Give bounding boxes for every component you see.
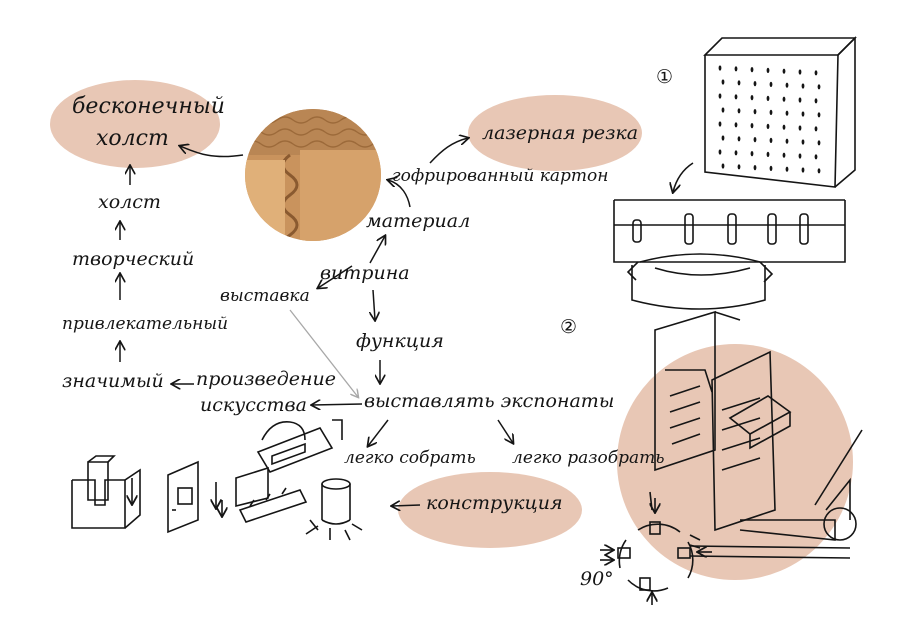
angle-label: 90° (580, 568, 614, 590)
perforation-dot (766, 151, 770, 157)
perforation-dot (718, 121, 722, 127)
display-exhibits-label: выставлять экспонаты (364, 390, 615, 412)
cube-slot-sketch (71, 455, 141, 529)
perforation-dot (801, 139, 805, 145)
perforation-dot (785, 110, 789, 116)
perforation-dot (721, 79, 725, 85)
perforation-dot (798, 69, 802, 75)
perforation-dot (817, 168, 821, 174)
cardboard-photo (245, 109, 381, 241)
cylinder-stand-sketch (305, 478, 363, 541)
exhibition-label: выставка (220, 286, 310, 306)
perforation-dot (801, 111, 805, 117)
slotted-base-sketch (613, 199, 846, 310)
perforation-dot (734, 150, 738, 156)
perforation-dot (817, 112, 821, 118)
creative-label: творческий (72, 248, 195, 270)
perforation-dot (814, 70, 818, 76)
perforation-dot (753, 109, 757, 115)
step-two-marker: ② (560, 316, 578, 338)
corrugated-cardboard-label: гофрированный картон (392, 166, 609, 186)
perforation-dot (718, 149, 722, 155)
perforation-dot (782, 68, 786, 74)
perforation-dot (769, 165, 773, 171)
perforation-dot (721, 107, 725, 113)
perforation-dot (782, 124, 786, 130)
perforation-dot (753, 137, 757, 143)
perforation-dot (718, 93, 722, 99)
perforation-dot (801, 167, 805, 173)
perforation-dot (801, 83, 805, 89)
perforation-dot (785, 166, 789, 172)
artwork-label-line2: искусства (200, 394, 307, 416)
folded-parts-sketch (222, 419, 343, 523)
perforation-dot (814, 98, 818, 104)
perforation-dot (721, 163, 725, 169)
highlight-stand-sketch (617, 344, 853, 580)
perforation-dot (721, 135, 725, 141)
perforation-dot (814, 154, 818, 160)
perforation-dot (798, 125, 802, 131)
material-label: материал (366, 210, 471, 232)
perforation-dot (814, 126, 818, 132)
easy-disassemble-label: легко разобрать (512, 448, 665, 468)
perforation-dot (782, 96, 786, 102)
perforated-panel-sketch (703, 36, 857, 188)
perforation-dot (766, 95, 770, 101)
perforation-dot (750, 67, 754, 73)
construction-label: конструкция (426, 492, 563, 514)
perforation-dot (817, 84, 821, 90)
step-one-marker: ① (656, 66, 674, 88)
perforation-dot (769, 137, 773, 143)
perforation-dot (734, 122, 738, 128)
perforation-dot (798, 97, 802, 103)
perforation-dot (766, 67, 770, 73)
perforation-dot (753, 81, 757, 87)
perforation-dot (737, 80, 741, 86)
perforation-dot (737, 136, 741, 142)
artwork-label-line1: произведение (196, 368, 337, 390)
perforation-dot (750, 151, 754, 157)
perforation-dot (737, 164, 741, 170)
perforation-dot (769, 109, 773, 115)
perforation-dot (798, 153, 802, 159)
perforation-dot (785, 82, 789, 88)
laser-cutting-label: лазерная резка (482, 122, 639, 144)
endless-canvas-label-line2: холст (96, 126, 169, 151)
highlight-construction (398, 472, 582, 548)
endless-canvas-label-line1: бесконечный (72, 94, 225, 119)
perforation-dot (737, 108, 741, 114)
canvas-label: холст (98, 191, 161, 213)
perforation-dot (817, 140, 821, 146)
showcase-label: витрина (320, 262, 410, 284)
perforation-dot (718, 65, 722, 71)
perforation-dot (782, 152, 786, 158)
perforation-dot (750, 95, 754, 101)
attractive-label: привлекательный (62, 314, 229, 334)
assembled-stand-sketch (649, 310, 863, 559)
function-label: функция (356, 330, 444, 352)
perforation-dot (785, 138, 789, 144)
easy-assemble-label: легко собрать (344, 448, 476, 468)
perforation-dot (734, 94, 738, 100)
perforation-dot (766, 123, 770, 129)
significant-label: значимый (62, 370, 164, 392)
highlight-laser-cutting (468, 95, 642, 171)
card-slot-sketch (167, 460, 216, 534)
perforation-dot (750, 123, 754, 129)
joint-detail-sketch (600, 498, 712, 605)
perforation-dot (753, 165, 757, 171)
perforation-dot (769, 81, 773, 87)
perforation-dot (734, 66, 738, 72)
